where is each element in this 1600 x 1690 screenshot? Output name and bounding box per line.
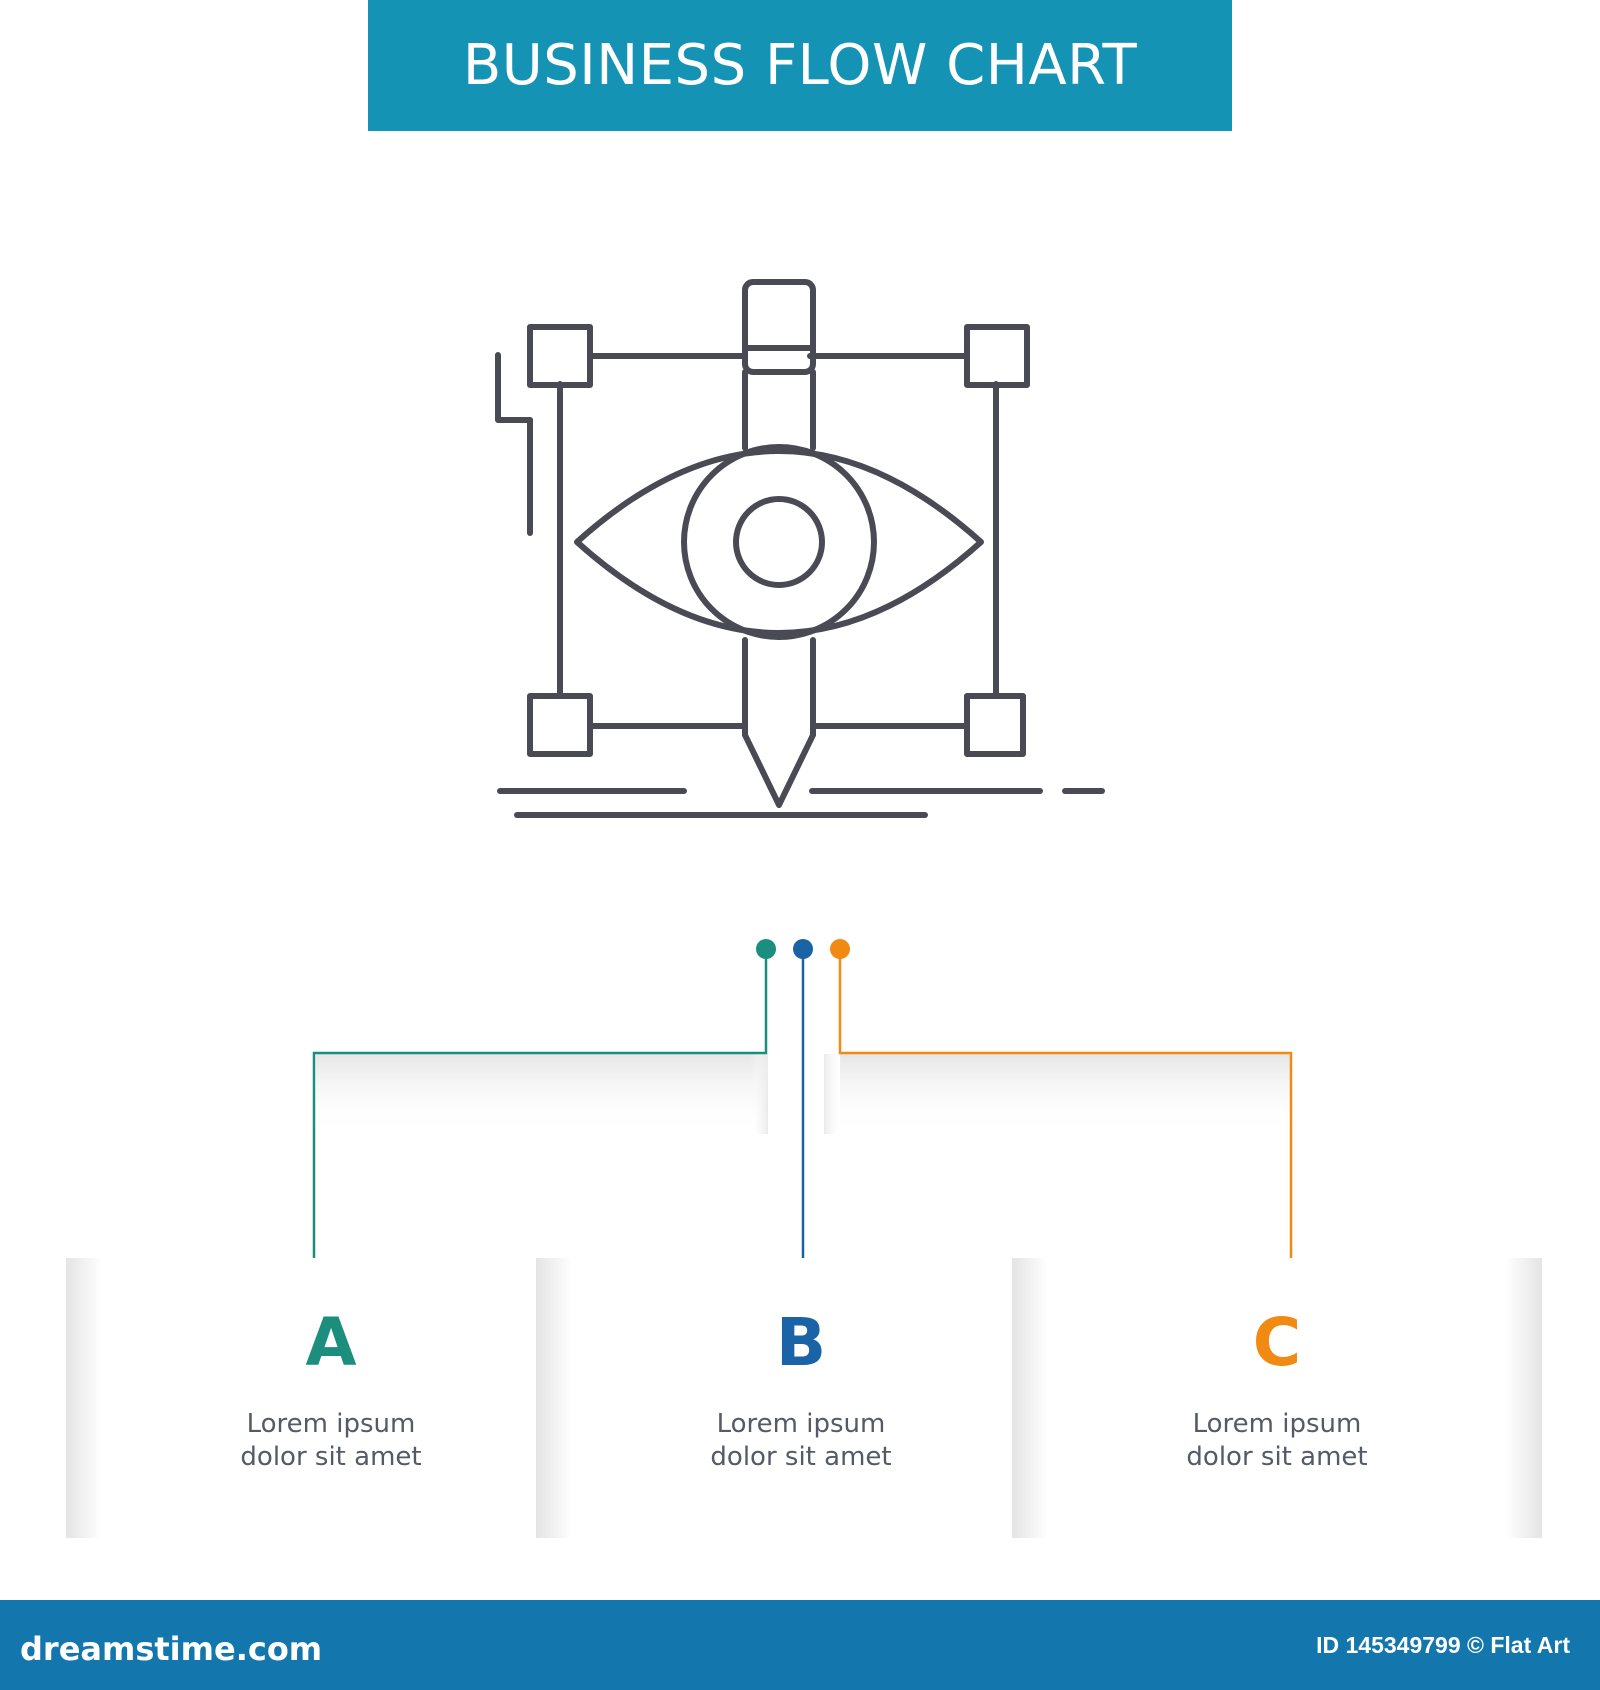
eye-iris [681,444,877,640]
branch-description-line: Lorem ipsum [1192,1409,1362,1439]
branch-letter-b: B [775,1304,827,1381]
pencil-tip [742,732,816,808]
connector-dot-c [830,939,850,959]
branch-description-line: Lorem ipsum [716,1409,886,1439]
branch-description-line: dolor sit amet [710,1442,892,1472]
title-banner: BUSINESS FLOW CHART [368,0,1232,131]
connector-line-c [838,949,1293,1276]
corner-handle-bottom-left [527,693,593,757]
eye-design-draw-icon [495,279,1105,818]
footer-logo: dreamstime.com [20,1630,323,1668]
branch-description-line: dolor sit amet [1186,1442,1368,1472]
connector-dot-a [756,939,776,959]
branch-description-line: Lorem ipsum [246,1409,416,1439]
branch-description-c: Lorem ipsum dolor sit amet [1012,1408,1542,1474]
eye-outline [574,448,984,636]
pencil-eraser [742,279,816,375]
corner-handle-top-left [527,324,593,388]
connector-shadow [824,1054,842,1134]
branch-card-a: A Lorem ipsum dolor sit amet [66,1258,596,1538]
branch-card-c: C Lorem ipsum dolor sit amet [1012,1258,1542,1538]
footer-bar: dreamstime.com ID 145349799 © Flat Art [0,1600,1600,1690]
chart-title: BUSINESS FLOW CHART [462,33,1138,98]
corner-handle-bottom-right [964,693,1026,757]
branch-description-b: Lorem ipsum dolor sit amet [536,1408,1066,1474]
footer-credit: ID 145349799 © Flat Art [1316,1632,1570,1658]
branch-description-line: dolor sit amet [240,1442,422,1472]
connector-shadow [840,1054,1292,1134]
ruler-mark [495,352,533,423]
branch-letter-a: A [305,1304,357,1381]
branch-card-b: B Lorem ipsum dolor sit amet [536,1258,1066,1538]
connector-shadow [750,1054,768,1134]
eye-pupil [733,496,825,588]
corner-handle-top-right [964,324,1030,388]
branch-description-a: Lorem ipsum dolor sit amet [66,1408,596,1474]
connector-line-a [312,949,768,1276]
connector-dot-b [793,939,813,959]
branch-letter-c: C [1252,1304,1302,1381]
connector-shadow [316,1054,766,1134]
